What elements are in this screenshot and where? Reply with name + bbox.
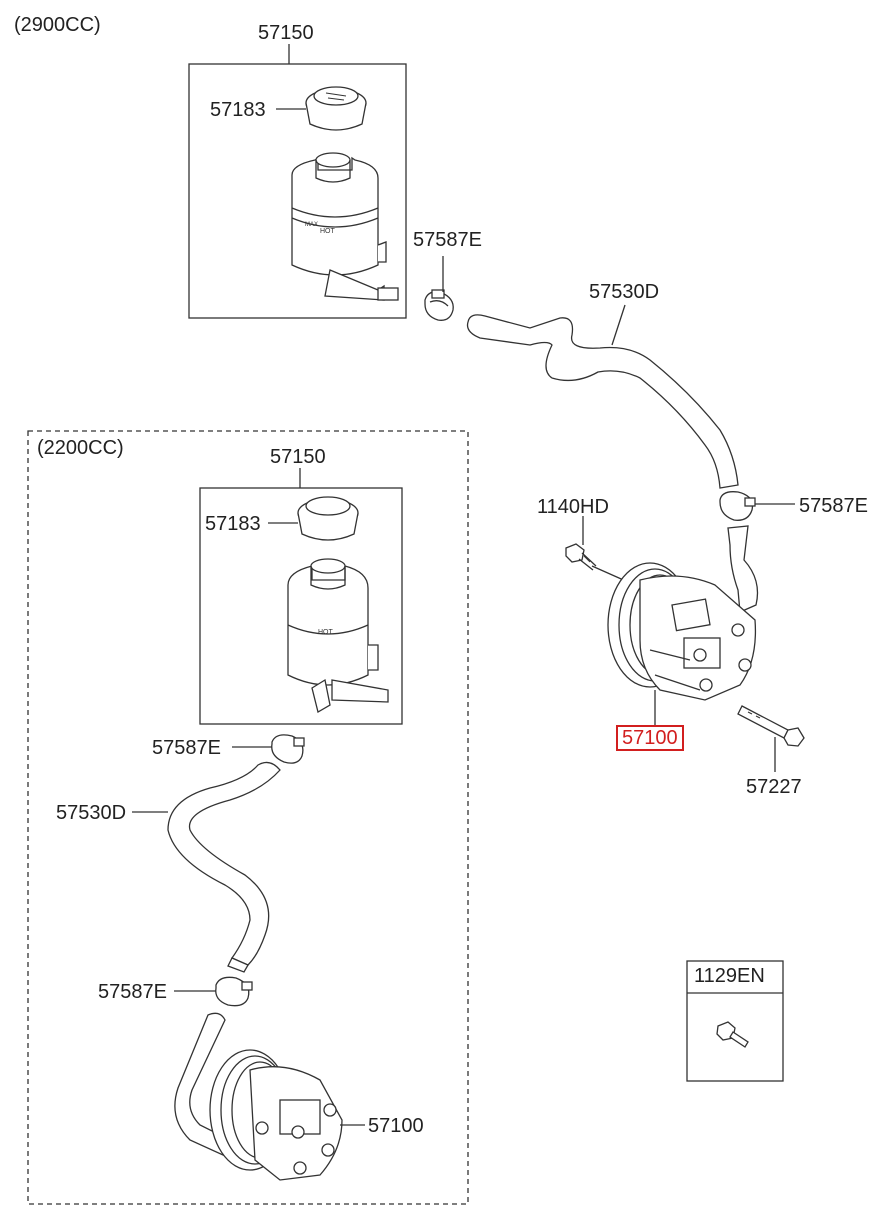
label-bolt-long-upper: 57227: [746, 776, 802, 798]
svg-text:MAX: MAX: [305, 222, 318, 228]
bolt-small-upper: [565, 543, 597, 571]
label-clamp-upper-pump: 57587E: [799, 495, 868, 517]
section-label-lower: (2200CC): [37, 437, 124, 459]
label-reservoir-group-upper: 57150: [258, 22, 314, 44]
bolt-long-upper: [737, 705, 805, 747]
lower-reservoir-box: [199, 487, 403, 725]
screw-icon: [716, 1021, 749, 1048]
label-reservoir-group-lower: 57150: [270, 446, 326, 468]
reservoir-cap-upper: [305, 86, 367, 131]
label-bolt-small-upper: 1140HD: [537, 496, 609, 518]
hose-clamp-lower-top: [271, 734, 305, 764]
svg-text:HOT: HOT: [318, 629, 334, 636]
power-steering-pump-lower: [174, 1012, 343, 1181]
label-pump-upper-highlighted[interactable]: 57100: [616, 725, 684, 751]
label-cap-lower: 57183: [205, 513, 261, 535]
legend-box: [686, 960, 784, 1082]
reservoir-tank-lower: HOT: [287, 558, 389, 713]
hose-clamp-upper-pump: [719, 491, 756, 521]
label-pump-lower: 57100: [368, 1115, 424, 1137]
upper-reservoir-box: [188, 63, 407, 319]
power-steering-pump-upper: [607, 525, 759, 701]
section-label-upper: (2900CC): [14, 14, 101, 36]
hose-clamp-upper-top: [424, 289, 454, 321]
pressure-hose-upper: [466, 314, 739, 489]
reservoir-tank-upper: HOT MAX: [291, 152, 399, 301]
label-clamp-lower-top: 57587E: [152, 737, 221, 759]
reservoir-cap-lower: [297, 496, 359, 541]
label-clamp-upper-top: 57587E: [413, 229, 482, 251]
label-clamp-lower-bottom: 57587E: [98, 981, 167, 1003]
lower-section-box: [27, 430, 469, 1205]
label-hose-upper: 57530D: [589, 281, 660, 303]
svg-text:HOT: HOT: [320, 228, 336, 235]
label-hose-lower: 57530D: [56, 802, 127, 824]
label-cap-upper: 57183: [210, 99, 266, 121]
legend-box-label: 1129EN: [694, 965, 765, 987]
pressure-hose-lower: [167, 761, 281, 973]
hose-clamp-lower-bottom: [215, 976, 253, 1007]
